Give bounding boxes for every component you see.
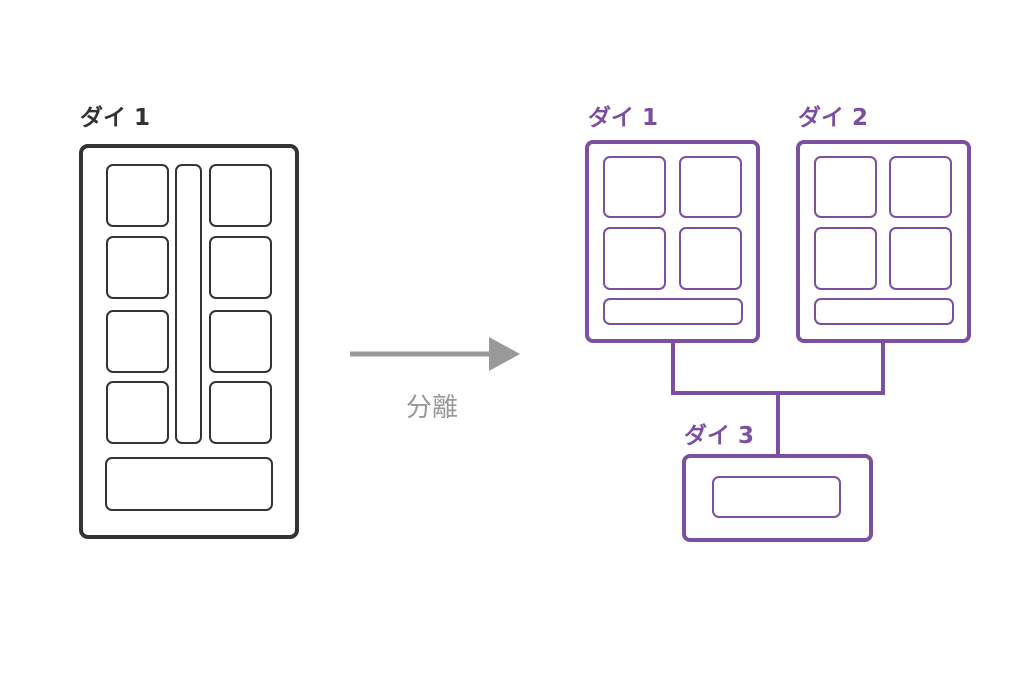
- die-outline: [585, 140, 760, 343]
- core-block: [679, 227, 742, 290]
- core-block: [603, 227, 666, 290]
- interconnect-bar: [175, 164, 202, 444]
- io-bar: [603, 298, 743, 325]
- die-2-label: ダイ 2: [798, 104, 868, 131]
- core-block: [603, 156, 666, 218]
- core-block: [106, 381, 169, 444]
- core-block: [889, 227, 952, 290]
- core-block: [679, 156, 742, 218]
- core-block: [209, 164, 272, 227]
- chiplet-die-1: ダイ 1: [585, 104, 760, 343]
- io-bar: [814, 298, 954, 325]
- core-block: [209, 381, 272, 444]
- chiplet-die-3: ダイ 3: [682, 422, 873, 542]
- arrow-label: 分離: [406, 393, 458, 423]
- arrow-head-icon: [489, 337, 520, 371]
- die-connectors: [671, 342, 885, 455]
- chiplet-die-2: ダイ 2: [796, 104, 971, 343]
- core-block: [209, 310, 272, 373]
- die-3-label: ダイ 3: [684, 422, 754, 449]
- core-block: [889, 156, 952, 218]
- die-outline: [682, 454, 873, 542]
- core-block: [106, 164, 169, 227]
- core-block: [106, 236, 169, 299]
- core-block: [106, 310, 169, 373]
- monolithic-die-label: ダイ 1: [80, 104, 150, 131]
- die-outline: [79, 144, 299, 539]
- die-outline: [796, 140, 971, 343]
- core-block: [814, 156, 877, 218]
- monolithic-die: ダイ 1: [79, 104, 299, 539]
- io-block: [105, 457, 273, 511]
- core-block: [209, 236, 272, 299]
- die-1-label: ダイ 1: [588, 104, 658, 131]
- separation-arrow: 分離: [350, 337, 520, 423]
- core-block: [814, 227, 877, 290]
- io-block: [712, 476, 841, 518]
- connector-die1-die2: [671, 342, 885, 395]
